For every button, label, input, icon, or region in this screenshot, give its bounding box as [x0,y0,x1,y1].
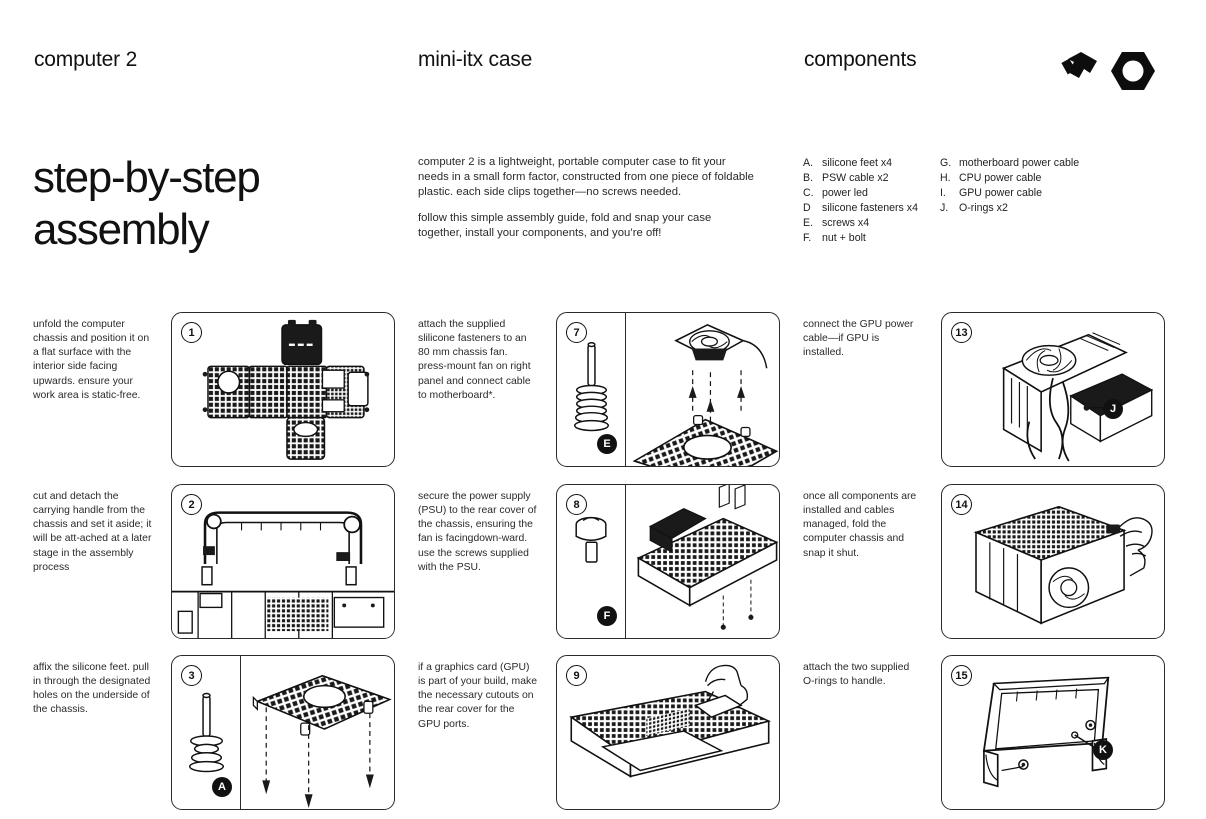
chassis-fan-mount-art [557,313,779,466]
legend-label: nut + bolt [822,232,866,245]
legend-key: D [803,202,811,215]
step-instruction: cut and detach the carrying handle from … [33,491,152,573]
step-instruction: attach the supplied slilicone fasteners … [418,319,531,401]
header-components-heading: components [804,48,917,71]
gpu-power-cable-art [942,313,1164,466]
legend-item: E. screws x4 [803,216,918,231]
header-case-type: mini-itx case [418,48,533,71]
legend-item: G. motherboard power cable [940,156,1079,171]
legend-key: H. [939,172,951,185]
step-panel-9: if a graphics card (GPU) is part of your… [418,655,780,810]
step-panel-14: once all components are installed and ca… [803,484,1165,639]
carrying-handle-detach-art [172,485,394,638]
legend-key: F. [803,232,812,245]
step-panel-8: secure the power supply (PSU) to the rea… [418,484,780,639]
step-illustration-panel: 8 F [556,484,780,639]
step-instruction: secure the power supply (PSU) to the rea… [418,491,537,573]
intro-paragraph-2: follow this simple assembly guide, fold … [418,212,712,240]
gpu-cutouts-art [557,656,779,809]
part-letter-badge: F [597,606,617,626]
fold-and-snap-chassis-art [942,485,1164,638]
step-instruction: connect the GPU power cable—if GPU is in… [803,319,914,359]
legend-item: H. CPU power cable [940,171,1079,186]
step-number-badge: 2 [181,494,202,515]
unfolded-chassis-flat-pattern-art [172,313,394,466]
legend-key: E. [803,217,814,230]
legend-label: CPU power cable [958,172,1042,185]
legend-key: G. [939,157,952,169]
step-panel-7: attach the supplied slilicone fasteners … [418,312,780,467]
step-number-badge: 14 [951,494,972,515]
step-panel-15: attach the two supplied O-rings to handl… [803,655,1165,810]
legend-label: motherboard power cable [958,157,1080,169]
step-illustration-panel: 15 K [941,655,1165,810]
legend-key: C. [803,187,814,200]
intro-copy: computer 2 is a lightweight, portable co… [418,155,758,241]
step-number-badge: 7 [566,322,587,343]
step-panel-1: unfold the computer chassis and position… [33,312,395,467]
legend-key: I. [939,187,946,200]
handle-o-rings-art [942,656,1164,809]
legend-column-right: G. motherboard power cable H. CPU power ca… [940,156,1079,246]
legend-item: B. PSW cable x2 [803,171,918,186]
components-legend: A. silicone feet x4 B. PSW cable x2 C. powe… [803,156,1079,246]
part-letter-badge: A [212,777,232,797]
part-letter-badge: J [1103,399,1123,419]
legend-column-left: A. silicone feet x4 B. PSW cable x2 C. powe… [803,156,918,246]
step-illustration-panel: 14 [941,484,1165,639]
step-panel-13: connect the GPU power cable—if GPU is in… [803,312,1165,467]
step-number-badge: 1 [181,322,202,343]
step-number-badge: 15 [951,665,972,686]
step-number-badge: 13 [951,322,972,343]
legend-item: J. O-rings x2 [940,201,1079,216]
legend-key: B. [803,172,814,185]
step-illustration-panel: 13 J [941,312,1165,467]
step-number-badge: 9 [566,665,587,686]
step-instruction: once all components are installed and ca… [803,491,917,559]
legend-label: power led [822,187,868,200]
legend-key: J. [939,202,949,215]
step-panel-2: cut and detach the carrying handle from … [33,484,395,639]
part-letter-badge: K [1093,740,1113,760]
step-illustration-panel: 1 [171,312,395,467]
legend-key: A. [803,157,814,169]
legend-item: C. power led [803,186,918,201]
legend-label: O-rings x2 [958,202,1008,215]
silicone-feet-install-art [172,656,394,809]
psu-mount-art [557,485,779,638]
step-number-badge: 8 [566,494,587,515]
step-illustration-panel: 2 [171,484,395,639]
step-illustration-panel: 3 A [171,655,395,810]
legend-item: F. nut + bolt [803,231,918,246]
step-number-badge: 3 [181,665,202,686]
header-product-name: computer 2 [34,48,138,71]
legend-label: screws x4 [822,217,870,230]
legend-item: A. silicone feet x4 [803,156,918,171]
step-illustration-panel: 7 E [556,312,780,467]
legend-label: silicone feet x4 [822,157,893,169]
step-instruction: if a graphics card (GPU) is part of your… [418,662,537,730]
step-instruction: affix the silicone feet. pull in through… [33,662,151,716]
intro-paragraph-1: computer 2 is a lightweight, portable co… [418,156,754,199]
legend-label: GPU power cable [958,187,1043,200]
step-illustration-panel: 9 [556,655,780,810]
legend-item: I. GPU power cable [940,186,1079,201]
legend-label: silicone fasteners x4 [822,202,918,215]
page-title: step-by-step assembly [33,153,261,254]
step-instruction: unfold the computer chassis and position… [33,319,150,401]
step-panel-3: affix the silicone feet. pull in through… [33,655,395,810]
legend-label: PSW cable x2 [822,172,889,185]
tool-and-nut-logo [1060,48,1156,94]
part-letter-badge: E [597,434,617,454]
step-instruction: attach the two supplied O-rings to handl… [803,662,910,688]
